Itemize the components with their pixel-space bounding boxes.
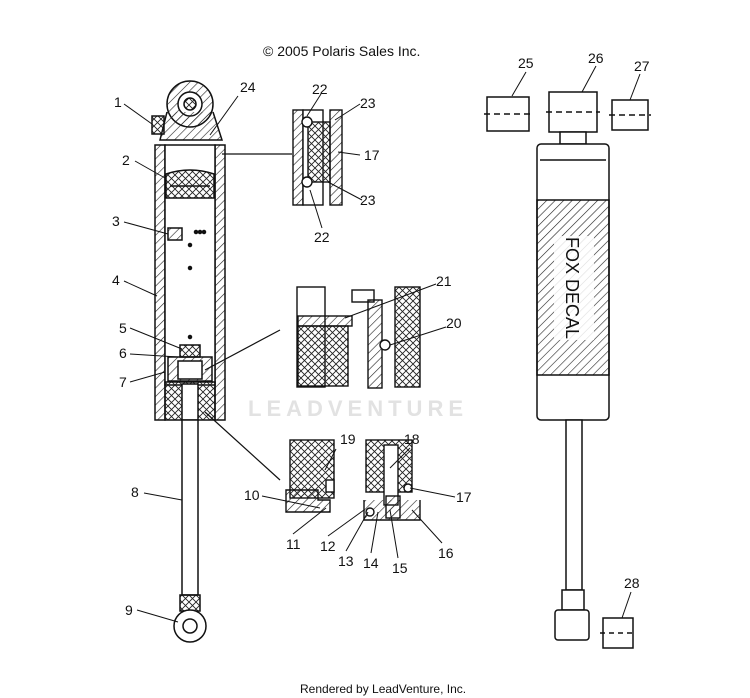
callout-4: 4 [112,272,120,288]
callout-1: 1 [114,94,122,110]
callout-3: 3 [112,213,120,229]
callout-17-upper: 17 [364,147,380,163]
callout-26: 26 [588,50,604,66]
callout-27: 27 [634,58,650,74]
callout-7: 7 [119,374,127,390]
shaft [181,419,199,596]
callout-6: 6 [119,345,127,361]
callout-14: 14 [363,555,379,571]
shaft-nut [179,344,201,358]
top-cap [159,111,224,141]
callout-20: 20 [446,315,462,331]
callout-12: 12 [320,538,336,554]
callout-24: 24 [240,79,256,95]
callout-22-upper: 22 [312,81,328,97]
decal-label: FOX DECAL [562,237,582,339]
footer-credit: Rendered by LeadVenture, Inc. [300,682,467,696]
callout-15: 15 [392,560,408,576]
callout-17-lower: 17 [456,489,472,505]
body-wall-right [214,144,226,421]
shock-cutaway [151,80,226,643]
shock-assembled [484,91,651,649]
callout-23-lower: 23 [360,192,376,208]
callout-21: 21 [436,273,452,289]
callout-numbers: 1 2 3 4 5 6 7 8 9 10 11 12 13 14 15 16 1… [112,50,650,618]
bottom-clevis [554,609,590,641]
callout-28: 28 [624,575,640,591]
callout-22-lower: 22 [314,229,330,245]
watermark: LEADVENTURE [248,396,469,421]
callout-25: 25 [518,55,534,71]
floating-piston [165,169,215,199]
body-wall-left [154,144,166,421]
copyright-notice: © 2005 Polaris Sales Inc. [263,43,421,59]
detail-seal-head [285,439,421,521]
callout-16: 16 [438,545,454,561]
callout-13: 13 [338,553,354,569]
callout-11: 11 [286,536,301,552]
detail-piston-band [296,286,421,389]
callout-18: 18 [404,431,420,447]
callout-8: 8 [131,484,139,500]
callout-leaders [123,65,641,623]
detail-seal-top [292,109,343,206]
callout-2: 2 [122,152,130,168]
bottom-eyelet [173,609,207,643]
callout-9: 9 [125,602,133,618]
callout-23-upper: 23 [360,95,376,111]
callout-19: 19 [340,431,356,447]
callout-5: 5 [119,320,127,336]
callout-10: 10 [244,487,260,503]
decal-label-group: FOX DECAL [554,236,594,340]
